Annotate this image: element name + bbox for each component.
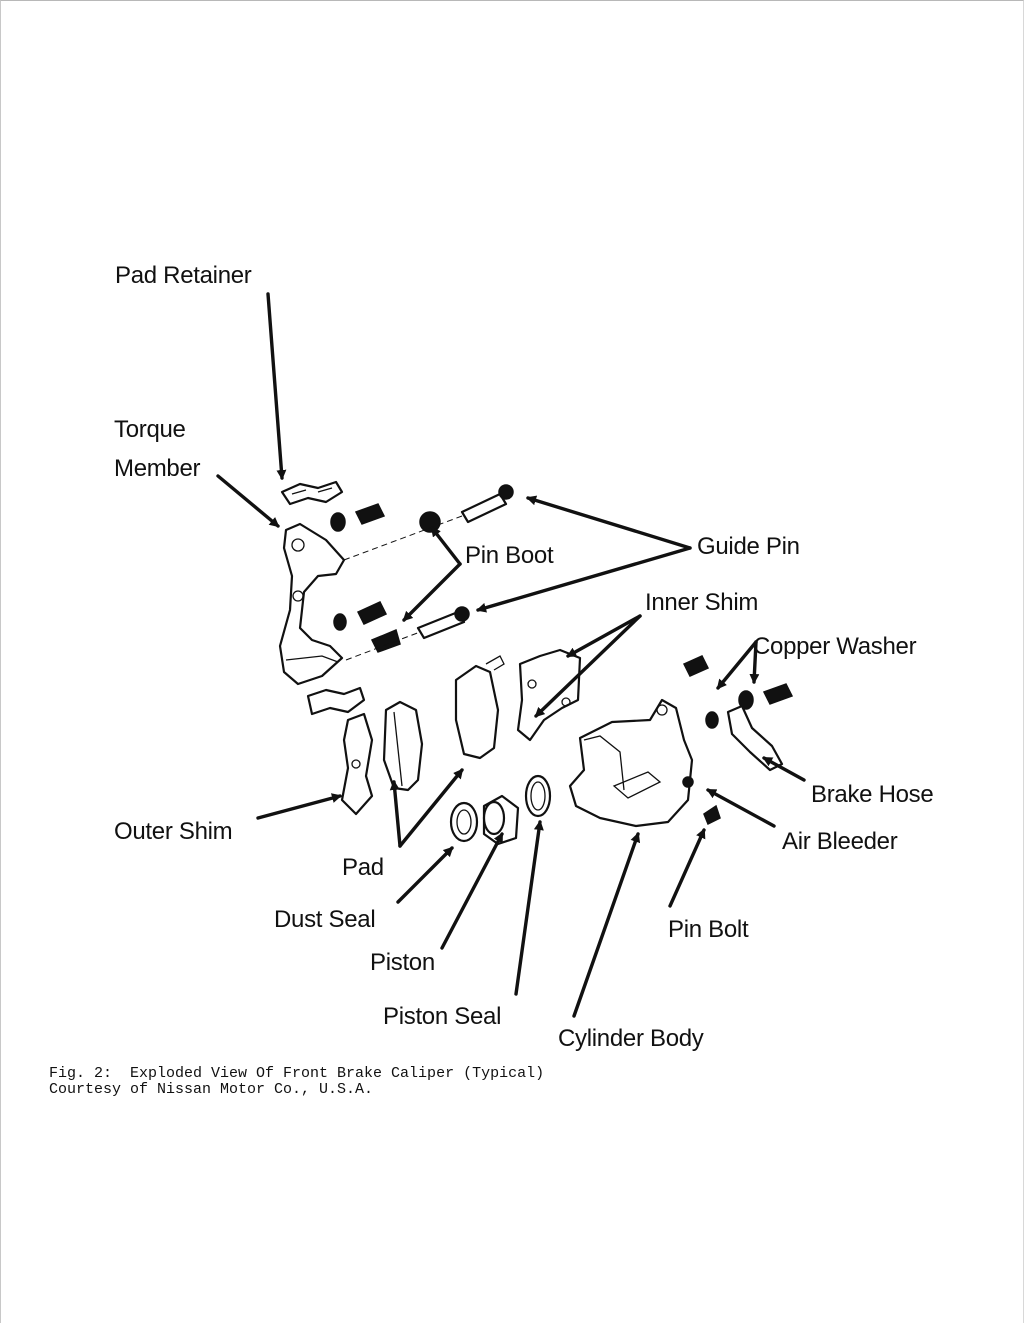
label-brake-hose: Brake Hose [811,781,933,808]
label-piston-seal: Piston Seal [383,1003,501,1030]
label-dust-seal: Dust Seal [274,906,375,933]
figure-caption: Fig. 2: Exploded View Of Front Brake Cal… [49,1066,544,1098]
caption-line-1: Fig. 2: Exploded View Of Front Brake Cal… [49,1065,545,1082]
inner-shim-part [516,648,582,742]
caption-line-2: Courtesy of Nissan Motor Co., U.S.A. [49,1081,374,1098]
label-guide-pin: Guide Pin [697,533,800,560]
leader-arrows [216,292,806,1018]
label-outer-shim: Outer Shim [114,818,232,845]
outer-shim-part [340,712,374,816]
label-piston: Piston [370,949,435,976]
label-pad-retainer: Pad Retainer [115,262,252,289]
hardware-parts [682,655,794,826]
pad-retainer-part [280,480,344,506]
label-pin-boot: Pin Boot [465,542,554,569]
label-torque-member-line2: Member [114,455,201,482]
label-torque-member-line1: Torque [114,416,186,443]
torque-member-part [278,522,346,686]
label-air-bleeder: Air Bleeder [782,828,898,855]
label-pad: Pad [342,854,384,881]
seal-piston-parts [449,774,552,846]
cylinder-body-part [568,698,694,828]
label-pin-bolt: Pin Bolt [668,916,749,943]
pad-parts [382,655,505,792]
guide-pin-parts [343,484,514,661]
label-inner-shim: Inner Shim [645,589,758,616]
label-copper-washer: Copper Washer [753,633,917,660]
label-cylinder-body: Cylinder Body [558,1025,704,1052]
lower-pad-retainer-part [306,686,366,716]
